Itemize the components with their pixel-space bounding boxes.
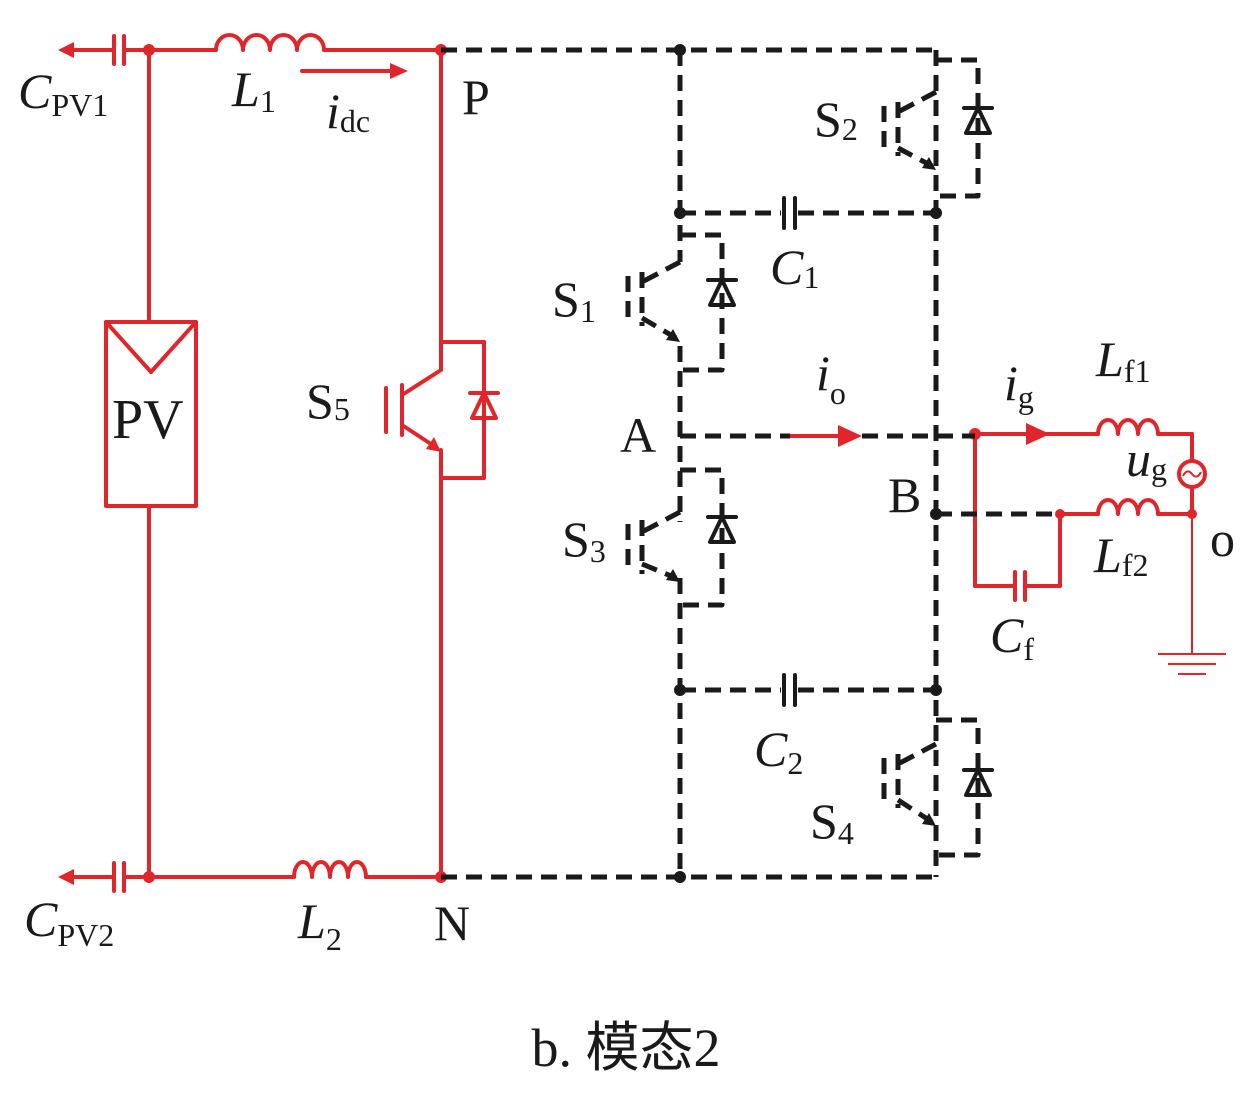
label-a: A <box>620 407 656 463</box>
label-b: B <box>888 467 921 523</box>
label-s5: S5 <box>306 373 350 429</box>
label-cpv2: CPV2 <box>24 891 114 953</box>
label-p: P <box>462 69 490 125</box>
inactive-path <box>441 44 1060 883</box>
labels: CPV1 L1 idc P PV S5 S2 C1 S1 io A ig Lf1… <box>18 61 1235 957</box>
cpv2-capacitor <box>58 861 296 893</box>
label-l1: L1 <box>231 61 276 119</box>
label-idc: idc <box>326 83 370 139</box>
label-l2: L2 <box>297 893 342 957</box>
s2-switch <box>881 57 994 199</box>
cpv1-capacitor <box>58 34 218 66</box>
label-ug: ug <box>1126 431 1167 487</box>
label-s4: S4 <box>810 793 854 851</box>
label-c2: C2 <box>754 721 803 781</box>
s5-switch <box>384 48 500 879</box>
label-s1: S1 <box>552 271 596 329</box>
active-path <box>58 33 1226 893</box>
l1-inductor <box>214 33 326 52</box>
label-cf: Cf <box>990 607 1034 667</box>
label-c1: C1 <box>770 239 819 295</box>
label-ig: ig <box>1004 355 1034 415</box>
label-lf2: Lf2 <box>1093 527 1148 583</box>
label-s2: S2 <box>814 91 858 147</box>
io-arrow <box>788 425 862 447</box>
lf2-inductor <box>1096 498 1160 516</box>
label-pv: PV <box>112 389 184 451</box>
c1-capacitor <box>680 196 936 230</box>
figure-caption: b. 模态2 <box>532 1018 721 1078</box>
label-io: io <box>816 345 846 411</box>
label-lf1: Lf1 <box>1095 331 1150 389</box>
label-n: N <box>434 895 470 951</box>
s1-switch <box>625 232 738 373</box>
s3-switch <box>625 467 738 608</box>
lf1-inductor <box>1096 418 1160 436</box>
idc-arrow <box>300 63 408 79</box>
l2-inductor <box>292 860 368 879</box>
label-s3: S3 <box>562 511 606 569</box>
output-filter <box>973 418 1226 675</box>
c2-capacitor <box>680 673 936 707</box>
s4-switch <box>881 717 994 858</box>
label-cpv1: CPV1 <box>18 63 108 123</box>
label-o: o <box>1210 511 1235 567</box>
